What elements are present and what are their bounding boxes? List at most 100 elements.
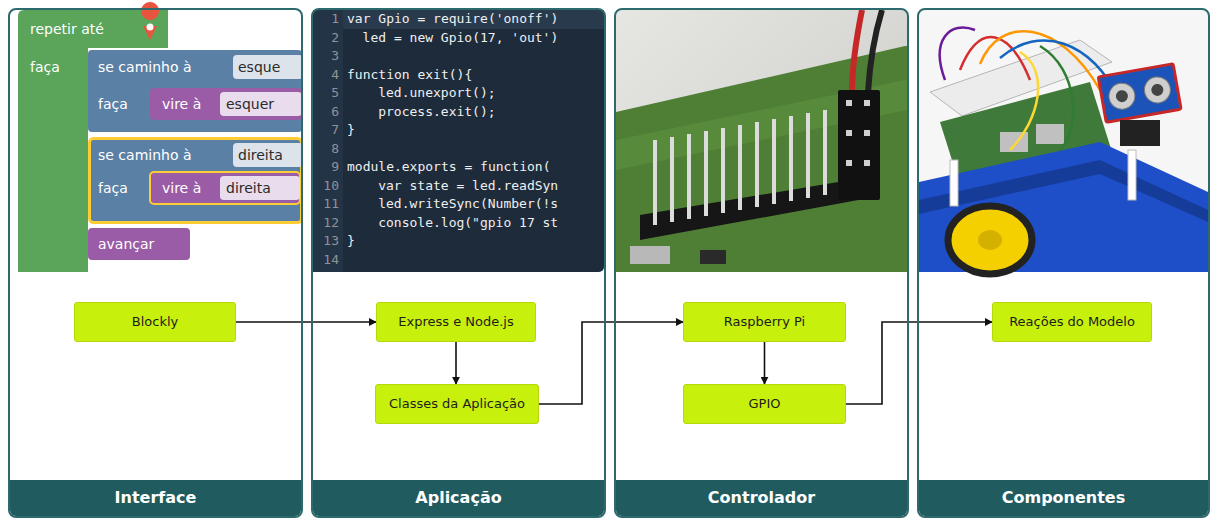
box-label: Raspberry Pi (724, 314, 805, 330)
code-line: led.writeSync(Number(!s (378, 195, 558, 213)
box-label: Reações do Modelo (1009, 314, 1135, 330)
process-box: GPIO (683, 384, 846, 424)
line-number: 11 (315, 195, 339, 213)
raspberry-pi-photo-shape (838, 90, 880, 200)
box-label: Blockly (132, 314, 178, 330)
process-box: Express e Node.js (376, 302, 536, 342)
raspberry-pi-photo-shape (806, 113, 810, 198)
robot-photo-shape (960, 37, 1030, 80)
raspberry-pi-photo-shape (772, 119, 776, 204)
blockly-blocks-shape (88, 228, 190, 260)
line-number: 3 (315, 47, 339, 65)
robot-photo-shape (1128, 150, 1136, 200)
raspberry-pi-photo-shape (704, 131, 708, 216)
blockly-blocks-shape (233, 55, 303, 79)
line-number: 4 (315, 66, 339, 84)
line-number: 1 (315, 10, 339, 28)
raspberry-pi-photo-shape (852, 10, 862, 92)
raspberry-pi-photo-shape (846, 130, 852, 136)
raspberry-pi-photo-shape (721, 128, 725, 213)
line-number: 9 (315, 158, 339, 176)
block-text: faça (98, 180, 128, 196)
raspberry-pi-photo-shape (864, 160, 870, 166)
stage-title: Aplicação (415, 488, 501, 508)
stage-panel: Controlador Raspberry Pi GPIO (614, 8, 909, 518)
block-text: esquer (226, 96, 274, 112)
flow-arrow (236, 321, 376, 323)
robot-photo (919, 10, 1208, 274)
raspberry-pi-photo-shape (655, 110, 825, 225)
robot-photo-shape (948, 206, 1032, 274)
box-label: Classes da Aplicação (389, 396, 525, 412)
stage-panel: Interface Blockly (8, 8, 303, 518)
raspberry-pi-photo-shape (738, 125, 742, 210)
line-number: 14 (315, 251, 339, 269)
raspberry-pi-photo-shape (653, 140, 657, 225)
blockly-blocks-shape (147, 24, 154, 31)
block-text: faça (98, 96, 128, 112)
code-line: } (347, 121, 355, 139)
robot-photo-shape (940, 27, 1120, 150)
blockly-blocks-shape (220, 92, 302, 116)
stage-title: Componentes (1002, 488, 1126, 508)
stage-title: Interface (115, 488, 197, 508)
raspberry-pi-photo-shape (670, 137, 674, 222)
robot-photo-shape (1036, 124, 1064, 144)
raspberry-pi-photo-shape (864, 100, 870, 106)
line-number: 13 (315, 232, 339, 250)
blockly-blocks-shape (88, 50, 302, 132)
code-line: function exit(){ (347, 66, 472, 84)
stage-band: Interface (10, 480, 301, 516)
raspberry-pi-photo-shape (846, 100, 870, 166)
line-number: 10 (315, 177, 339, 195)
raspberry-pi-photo-shape (616, 46, 907, 272)
raspberry-pi-photo-shape (687, 134, 691, 219)
code-line: led = new Gpio(17, 'out') (363, 29, 559, 47)
blockly-blocks-shape (220, 176, 300, 200)
stage-panel: Componentes Reações do Modelo (917, 8, 1210, 518)
flow-arrow (846, 322, 992, 404)
block-text: se caminho à (98, 147, 192, 163)
block-text: avançar (98, 236, 154, 252)
raspberry-pi-photo-shape (616, 10, 907, 272)
code-line: process.exit(); (378, 103, 495, 121)
code-editor (313, 10, 604, 272)
code-line: var Gpio = require('onoff') (347, 10, 558, 28)
code-editor-shape (313, 10, 604, 272)
flow-arrow (764, 342, 766, 384)
raspberry-pi-photo-shape (868, 10, 882, 92)
blockly-blocks (18, 2, 303, 272)
code-editor-shape (343, 10, 604, 29)
raspberry-pi-photo-shape (846, 160, 852, 166)
line-number: 2 (315, 29, 339, 47)
code-line: console.log("gpio 17 st (378, 214, 558, 232)
raspberry-pi-photo-shape (846, 100, 852, 106)
code-line: } (347, 232, 355, 250)
raspberry-pi-photo (616, 10, 907, 272)
robot-photo-shape (950, 160, 958, 206)
robot-photo-shape (1150, 83, 1164, 97)
raspberry-pi-photo-shape (700, 250, 726, 264)
stage-panel: Aplicação Express e Node.jsClasses da Apl… (311, 8, 606, 518)
line-number: 7 (315, 121, 339, 139)
block-text: se caminho à (98, 59, 192, 75)
blockly-blocks-shape (150, 172, 300, 204)
robot-photo-shape (1098, 64, 1181, 122)
stage-title: Controlador (708, 488, 815, 508)
line-number: 12 (315, 214, 339, 232)
blockly-blocks-shape (90, 139, 302, 223)
block-text: direita (226, 180, 271, 196)
raspberry-pi-photo-shape (823, 110, 827, 195)
block-text: vire à (162, 180, 201, 196)
robot-photo-shape (940, 27, 975, 80)
blockly-blocks-shape (150, 88, 302, 120)
stage-band: Aplicação (313, 480, 604, 516)
process-box: Reações do Modelo (992, 302, 1152, 342)
code-line: led.unexport(); (378, 84, 495, 102)
process-box: Classes da Aplicação (375, 384, 539, 424)
raspberry-pi-photo-shape (864, 130, 870, 136)
block-text: esque (238, 59, 280, 75)
code-line: module.exports = function( (347, 158, 551, 176)
